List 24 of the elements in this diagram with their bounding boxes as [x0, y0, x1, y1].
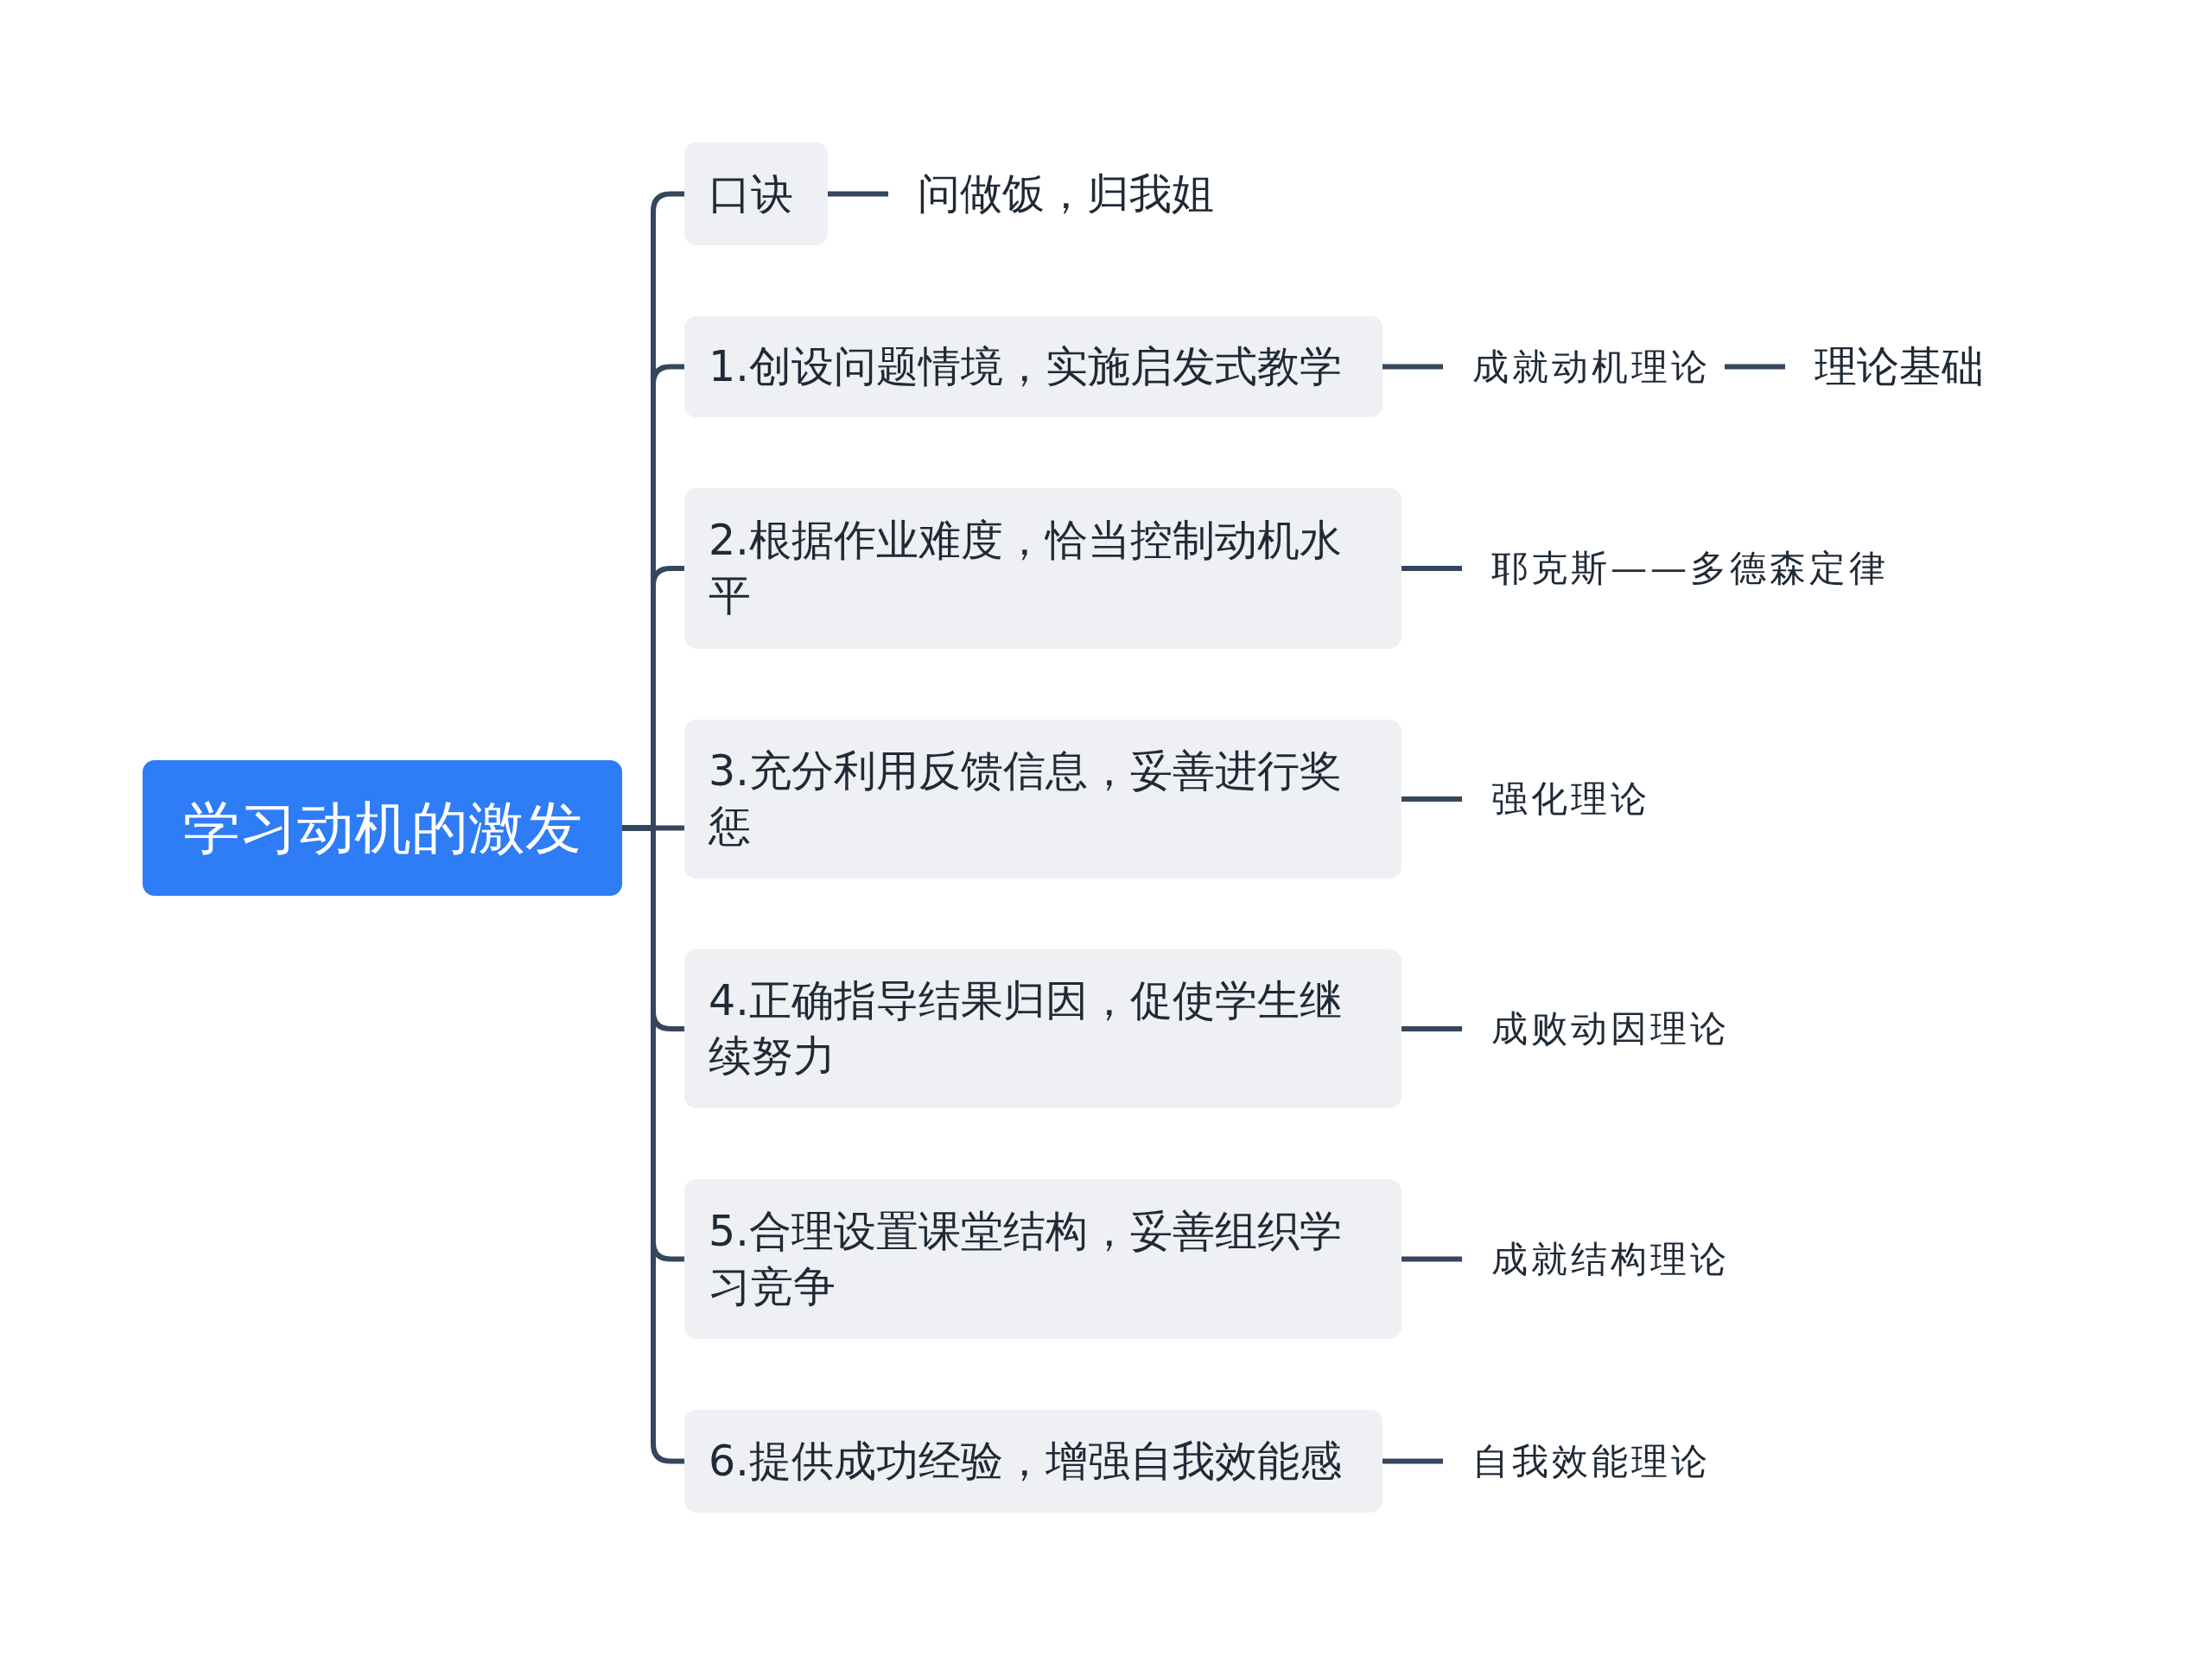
- topic-text: 问做饭，归我姐: [888, 143, 1228, 245]
- topic-box: 5.合理设置课堂结构，妥善组织学习竞争: [684, 1179, 1402, 1339]
- topic-box: 1.创设问题情境，实施启发式教学: [684, 316, 1382, 417]
- topic-text: 强化理论: [1462, 720, 1664, 879]
- topic-text: 成就结构理论: [1462, 1179, 1744, 1339]
- topic-text: 自我效能理论: [1443, 1410, 1725, 1513]
- connector-line: [1382, 364, 1443, 370]
- topic-text: 成败动因理论: [1462, 949, 1744, 1108]
- topic-box: 2.根据作业难度，恰当控制动机水平: [684, 488, 1402, 649]
- connector-line: [1402, 566, 1462, 571]
- connector-line: [1402, 1256, 1462, 1262]
- connector-line: [1402, 1026, 1462, 1031]
- connector-line: [1725, 364, 1785, 370]
- topic-box: 3.充分利用反馈信息，妥善进行奖惩: [684, 720, 1402, 879]
- topic-text: 耶克斯——多德森定律: [1462, 488, 1903, 649]
- topic-box: 口诀: [684, 143, 828, 245]
- connector-line: [828, 191, 888, 197]
- root-topic-box: 学习动机的激发: [143, 760, 622, 896]
- topic-box: 4.正确指导结果归因，促使学生继续努力: [684, 949, 1402, 1108]
- topic-text: 成就动机理论: [1443, 316, 1725, 417]
- topic-text: 理论基础: [1785, 316, 1998, 417]
- connector-line: [1402, 796, 1462, 802]
- connector-line: [1382, 1458, 1443, 1464]
- topic-box: 6.提供成功经验，增强自我效能感: [684, 1410, 1382, 1513]
